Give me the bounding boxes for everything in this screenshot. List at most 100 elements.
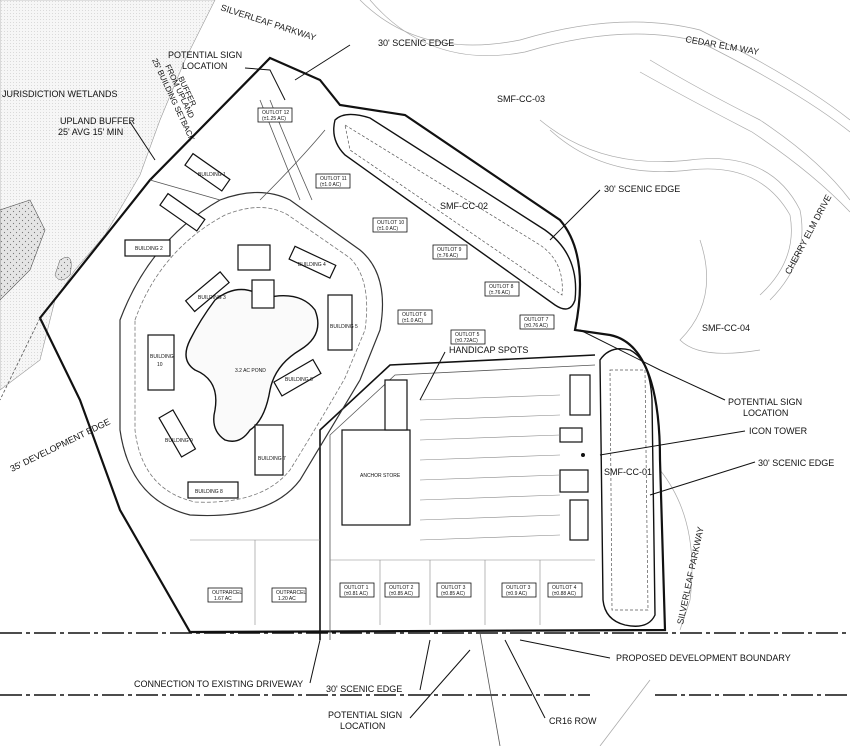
svg-text:(±.76 AC): (±.76 AC) (489, 290, 510, 296)
outlot-12: OUTLOT 12(±1.25 AC) (257, 107, 293, 123)
building-10-num: 10 (157, 362, 163, 368)
building-7 (254, 424, 284, 476)
svg-text:OUTPARCEL: OUTPARCEL (212, 590, 242, 596)
svg-text:OUTLOT 2: OUTLOT 2 (389, 585, 414, 591)
building-5 (327, 294, 353, 351)
svg-text:OUTLOT 1: OUTLOT 1 (344, 585, 369, 591)
svg-text:1.20 AC: 1.20 AC (278, 596, 296, 602)
building-3 (184, 271, 230, 313)
anchor-label: ANCHOR STORE (360, 473, 401, 479)
handicap-spots: HANDICAP SPOTS (449, 345, 528, 355)
building-2-label: BUILDING 2 (135, 246, 163, 252)
proposed-boundary-label: PROPOSED DEVELOPMENT BOUNDARY (616, 653, 791, 663)
building-7-label: BUILDING 7 (258, 456, 286, 462)
potential-sign-top: POTENTIAL SIGN (168, 50, 242, 60)
outlot-6: OUTLOT 6(±1.0 AC) (397, 309, 433, 325)
building-10-label: BUILDING (150, 354, 174, 360)
development-boundary (38, 56, 667, 634)
icon-tower-marker (581, 453, 585, 457)
anchor-annex (384, 379, 408, 431)
cr16-row (0, 632, 850, 746)
svg-text:(±0.88 AC): (±0.88 AC) (552, 591, 576, 597)
residential-buildings: BUILDING 1 BUILDING 2 BUILDING 3 BUILDIN… (124, 152, 358, 499)
svg-text:(±1.25 AC): (±1.25 AC) (262, 116, 286, 122)
outlot-5: OUTLOT 5(±0.72AC) (450, 329, 486, 345)
smf-cc-01-label: SMF-CC-01 (604, 467, 652, 477)
residential-streets (359, 0, 850, 631)
pad-buildings (559, 374, 591, 541)
potential-sign-top-2: LOCATION (182, 61, 227, 71)
outlot-8: OUTLOT 8(±.76 AC) (484, 281, 520, 297)
parking-rows (419, 394, 561, 541)
scenic-edge-lane-north-inner (344, 124, 563, 296)
building-4-label: BUILDING 4 (298, 262, 326, 268)
svg-text:(±1.0 AC): (±1.0 AC) (320, 182, 341, 188)
cherry-elm-drive: CHERRY ELM DRIVE (783, 193, 833, 276)
scenic-edge-lane-east-inner (609, 369, 649, 611)
icon-tower-label: ICON TOWER (749, 426, 808, 436)
svg-text:OUTLOT 8: OUTLOT 8 (489, 284, 514, 290)
building-5-label: BUILDING 5 (330, 324, 358, 330)
svg-text:OUTLOT 12: OUTLOT 12 (262, 110, 289, 116)
potential-sign-bottom-2: LOCATION (340, 721, 385, 731)
upland-buffer-1: UPLAND BUFFER (60, 116, 136, 126)
anchor-building (341, 429, 411, 526)
scenic-edge-lane-east (599, 348, 656, 627)
silverleaf-parkway-top: SILVERLEAF PARKWAY (219, 2, 317, 42)
svg-text:(±0.72AC): (±0.72AC) (455, 338, 478, 344)
svg-text:OUTLOT 3: OUTLOT 3 (441, 585, 466, 591)
upland-buffer-2: 25' AVG 15' MIN (58, 127, 123, 137)
outlot-3a: OUTLOT 3(±0.85 AC) (436, 582, 472, 598)
outlot-2: OUTLOT 2(±0.85 AC) (384, 582, 420, 598)
scenic-edge-bottom: 30' SCENIC EDGE (326, 684, 402, 694)
scenic-edge-mid: 30' SCENIC EDGE (604, 184, 680, 194)
outlot-dividers (190, 539, 595, 625)
building-9-label: BUILDING 9 (165, 438, 193, 444)
potential-sign-right: POTENTIAL SIGN (728, 397, 802, 407)
outlot-9: OUTLOT 9(±.76 AC) (432, 244, 468, 260)
building-8-label: BUILDING 8 (195, 489, 223, 495)
svg-text:(±0.76 AC): (±0.76 AC) (524, 323, 548, 329)
wetlands-label: JURISDICTION WETLANDS (2, 89, 118, 99)
connection-driveway-label: CONNECTION TO EXISTING DRIVEWAY (134, 679, 303, 689)
cr16-row-label: CR16 ROW (549, 716, 597, 726)
wetlands-hatch-2 (54, 256, 72, 281)
development-edge-line (0, 317, 41, 401)
scenic-edge-lane-north (333, 113, 577, 310)
smf-cc-02-label: SMF-CC-02 (440, 201, 488, 211)
svg-text:(±0.85 AC): (±0.85 AC) (441, 591, 465, 597)
building-1 (184, 152, 231, 192)
commercial-road (319, 354, 596, 640)
commercial-road-inner (329, 364, 596, 640)
building-1-label: BUILDING 1 (198, 172, 226, 178)
svg-text:OUTLOT 6: OUTLOT 6 (402, 312, 427, 318)
svg-text:OUTPARCEL: OUTPARCEL (276, 590, 306, 596)
svg-text:OUTLOT 7: OUTLOT 7 (524, 317, 549, 323)
outlot-4: OUTLOT 4(±0.88 AC) (547, 582, 583, 598)
outlot-10: OUTLOT 10(±1.0 AC) (372, 217, 408, 233)
svg-text:OUTLOT 4: OUTLOT 4 (552, 585, 577, 591)
smf-cc-03-label: SMF-CC-03 (497, 94, 545, 104)
building-8 (187, 481, 239, 499)
amenity-center (251, 279, 275, 309)
wetlands-hatch (0, 199, 46, 301)
silverleaf-parkway-right: SILVERLEAF PARKWAY (675, 526, 706, 626)
building-4 (288, 245, 337, 279)
outlot-7: OUTLOT 7(±0.76 AC) (519, 314, 555, 330)
svg-text:(±1.0 AC): (±1.0 AC) (402, 318, 423, 324)
pond-label: 3.2 AC POND (235, 368, 266, 374)
outlot-labels: OUTLOT 12(±1.25 AC) OUTLOT 11(±1.0 AC) O… (207, 107, 583, 603)
svg-text:(±0.85 AC): (±0.85 AC) (389, 591, 413, 597)
smf-cc-04-label: SMF-CC-04 (702, 323, 750, 333)
residential-loop-road-inner (134, 207, 368, 503)
outlot-1: OUTLOT 1(±0.81 AC) (339, 582, 375, 598)
svg-text:1.67 AC: 1.67 AC (214, 596, 232, 602)
outlot-3b: OUTLOT 3(±0.9 AC) (501, 582, 537, 598)
scenic-edge-right: 30' SCENIC EDGE (758, 458, 834, 468)
svg-text:(±0.81 AC): (±0.81 AC) (344, 591, 368, 597)
scenic-edge-top: 30' SCENIC EDGE (378, 38, 454, 48)
svg-text:(±.76 AC): (±.76 AC) (437, 253, 458, 259)
